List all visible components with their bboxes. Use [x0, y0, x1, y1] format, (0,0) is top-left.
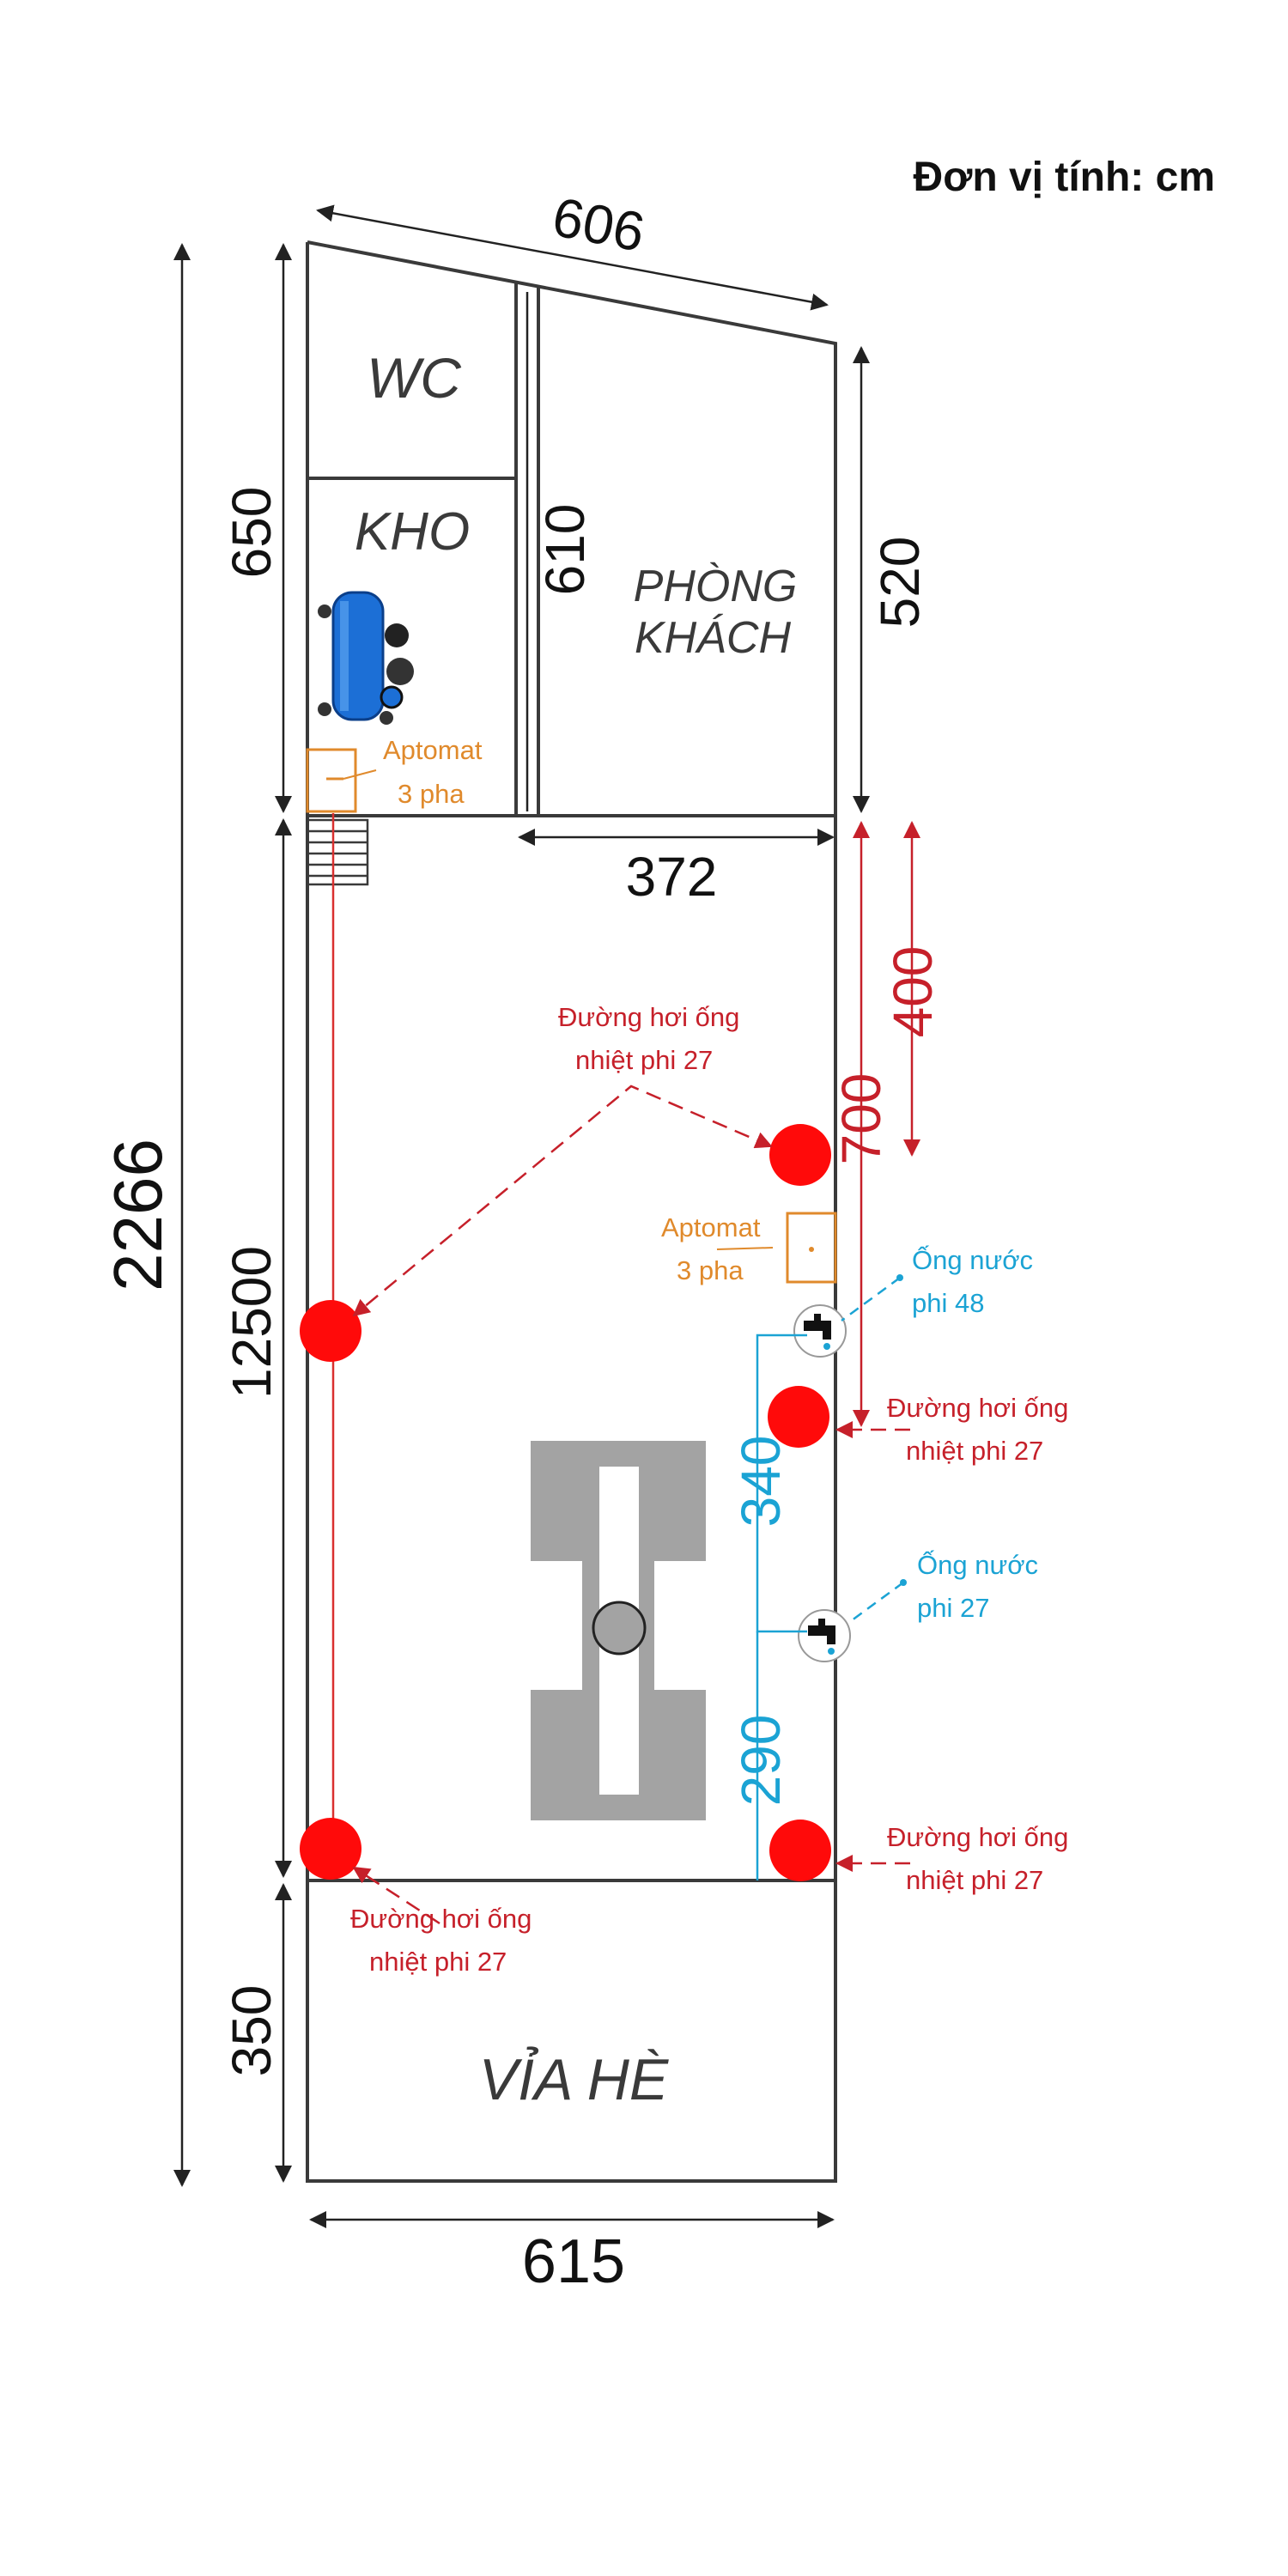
- room-kho: KHO: [355, 502, 470, 562]
- water-label-27-line1: Ống nước: [917, 1549, 1038, 1580]
- dim-right-top: 520: [869, 537, 931, 629]
- car-lift-icon: [531, 1441, 706, 1820]
- aptomat-2-label-line2: 3 pha: [677, 1255, 744, 1285]
- aptomat-1-label-line1: Aptomat: [383, 735, 483, 765]
- water-tap-icon: [793, 1304, 847, 1358]
- steam-label-2-line2: nhiệt phi 27: [906, 1436, 1043, 1466]
- air-compressor-icon: [318, 591, 414, 725]
- steam-label-3-line1: Đường hơi ống: [887, 1822, 1068, 1852]
- room-phong-khach-line1: PHÒNG: [634, 562, 798, 611]
- aptomat-1-label-line2: 3 pha: [398, 779, 465, 809]
- dim-overall: 2266: [100, 1139, 176, 1291]
- room-wc: WC: [367, 346, 462, 410]
- dim-left-top: 650: [221, 487, 283, 579]
- dim-sidewalk: 350: [221, 1985, 283, 2077]
- dim-blue-290: 290: [730, 1715, 792, 1807]
- unit-note: Đơn vị tính: cm: [914, 155, 1215, 200]
- dim-top: 606: [548, 185, 649, 264]
- steam-point-1: [769, 1124, 831, 1186]
- steam-label-1-line2: nhiệt phi 27: [575, 1045, 713, 1075]
- steam-label-1-line1: Đường hơi ống: [558, 1002, 739, 1032]
- steam-label-4-line1: Đường hơi ống: [350, 1904, 532, 1934]
- dim-blue-340: 340: [730, 1436, 792, 1528]
- aptomat-2-label-line1: Aptomat: [661, 1212, 761, 1242]
- water-label-48-line2: phi 48: [912, 1288, 984, 1318]
- dim-inner-wall: 610: [534, 504, 596, 596]
- steam-label-2-line1: Đường hơi ống: [887, 1393, 1068, 1423]
- steam-point-3: [768, 1386, 829, 1448]
- steam-label-3-line2: nhiệt phi 27: [906, 1865, 1043, 1895]
- dim-mid-wall: 372: [626, 846, 718, 908]
- dim-main-length: 12500: [221, 1246, 283, 1399]
- dim-bottom: 615: [522, 2227, 625, 2296]
- room-via-he: VỈA HÈ: [479, 2045, 669, 2112]
- steam-point-2: [300, 1300, 361, 1362]
- dim-red-700: 700: [830, 1073, 892, 1165]
- steam-point-4: [769, 1820, 831, 1881]
- water-label-27-line2: phi 27: [917, 1593, 989, 1623]
- water-label-48-line1: Ống nước: [912, 1244, 1033, 1275]
- dim-red-400: 400: [882, 946, 944, 1038]
- aptomat-box-1: [306, 748, 377, 813]
- dimension-lines: [173, 204, 920, 2228]
- water-tap-icon: [798, 1609, 851, 1662]
- steam-point-5: [300, 1818, 361, 1880]
- stairs: [306, 818, 369, 886]
- steam-leaders: [352, 1084, 910, 1925]
- steam-label-4-line2: nhiệt phi 27: [369, 1947, 507, 1977]
- room-phong-khach-line2: KHÁCH: [635, 613, 791, 663]
- water-leaders: [841, 1276, 904, 1625]
